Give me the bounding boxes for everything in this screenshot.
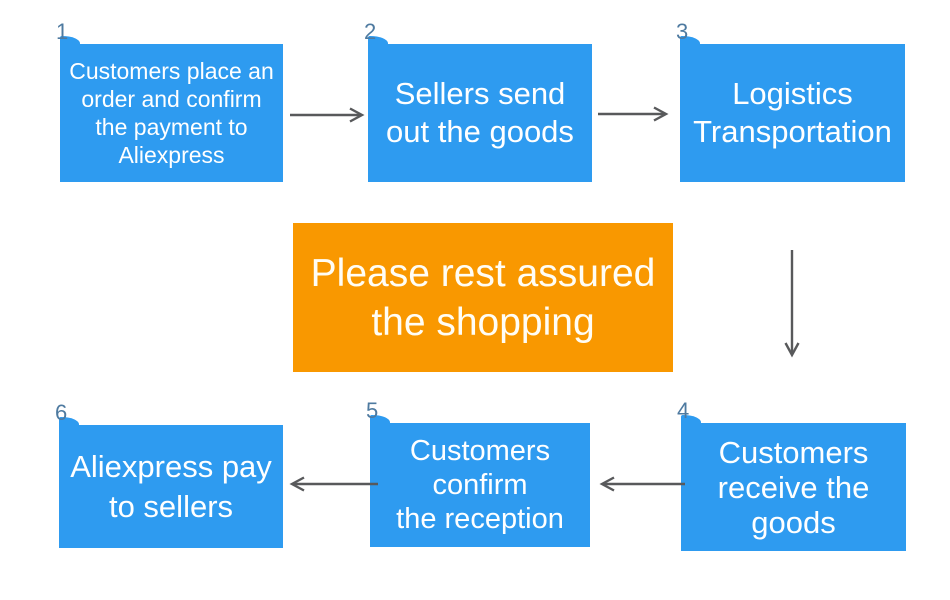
step-label: Customers receive the goods [717, 434, 870, 540]
arrow-step5-to-step6-icon [288, 474, 380, 494]
step-label: Aliexpress pay to sellers [70, 448, 272, 524]
corner-curl [368, 36, 388, 44]
step-number: 4 [677, 398, 690, 423]
step-label: Customers confirm the reception [396, 435, 564, 535]
step-box-2: 2 Sellers send out the goods [364, 21, 592, 182]
step-number: 2 [364, 19, 377, 44]
step-label: Logistics Transportation [693, 76, 892, 149]
step-box-5: 5 Customers confirm the reception [366, 400, 590, 547]
corner-curl [681, 415, 701, 423]
step-number: 6 [55, 400, 68, 425]
arrow-step1-to-step2-icon [288, 105, 368, 125]
step-box-1: 1 Customers place an order and confirm t… [56, 21, 283, 182]
corner-curl [680, 36, 700, 44]
step-box-6: 6 Aliexpress pay to sellers [55, 402, 283, 548]
arrow-step2-to-step3-icon [596, 104, 672, 124]
corner-curl [370, 415, 390, 423]
step-number: 3 [676, 19, 689, 44]
step-box-3: 3 Logistics Transportation [676, 21, 905, 182]
arrow-step3-to-step4-icon [782, 248, 802, 360]
banner-label: Please rest assured the shopping [310, 251, 656, 344]
step-label: Customers place an order and confirm the… [69, 58, 274, 168]
step-box-4: 4 Customers receive the goods [677, 400, 906, 551]
assurance-banner: Please rest assured the shopping [293, 223, 673, 372]
step-number: 5 [366, 398, 379, 423]
step-number: 1 [56, 19, 69, 44]
corner-curl [59, 417, 79, 425]
arrow-step4-to-step5-icon [598, 474, 688, 494]
corner-curl [60, 36, 80, 44]
step-label: Sellers send out the goods [386, 76, 574, 149]
